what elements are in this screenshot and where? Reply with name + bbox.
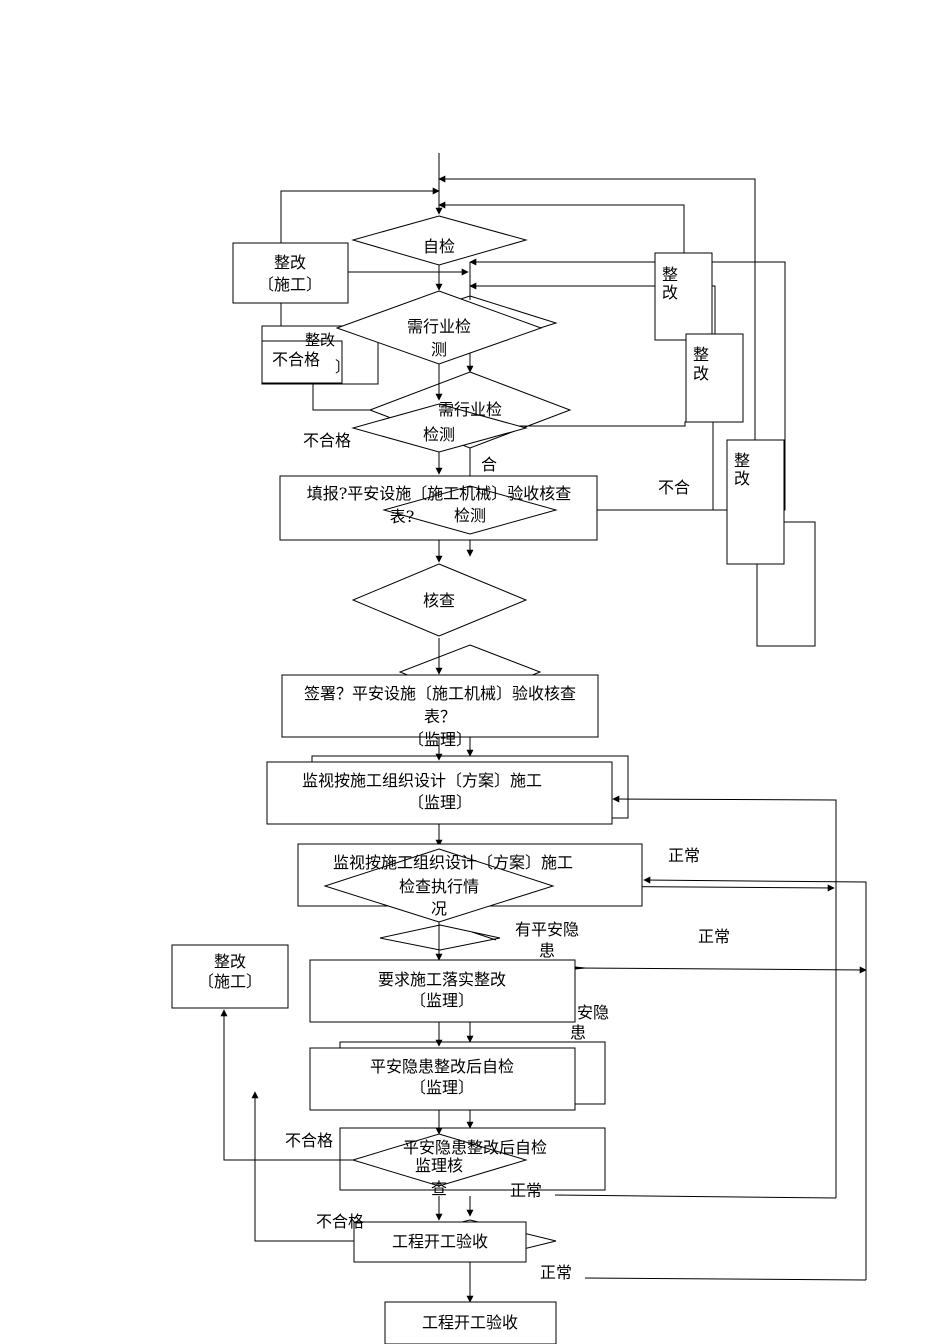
fill-report-line1: 填报?平安设施〔施工机械〕验收核查	[307, 484, 572, 503]
arrow-unqualified-up-2	[251, 1091, 354, 1242]
rectify-right-3-b: 改	[734, 469, 750, 488]
supervisor-check-line2: 查	[431, 1179, 447, 1198]
industry-test-diamond	[335, 290, 543, 365]
test-label-2: 检测	[454, 506, 486, 525]
rectify-construction-line2: 〔施工〕	[258, 275, 322, 294]
rectify-behind-label: 整改	[305, 331, 335, 349]
unqualified-right-label: 不合	[658, 478, 690, 497]
sign-form-line3: 〔监理〕	[408, 730, 472, 749]
project-accept-final-label: 工程开工验收	[422, 1313, 518, 1332]
line-rectify-left-down	[280, 303, 344, 327]
require-rectify-box	[309, 959, 576, 1023]
hazard-fragment-line2: 患	[570, 1023, 586, 1042]
arrow-normal-loop-inner	[612, 795, 837, 1198]
check-label: 核查	[423, 591, 455, 610]
rectify-construction-box	[232, 242, 349, 304]
check-diamond	[351, 563, 528, 637]
arrow-normal-loop-outer	[643, 876, 867, 1280]
ghost-diamond-hazard	[379, 924, 501, 951]
fragment-bracket: 〕	[335, 358, 350, 376]
rectify-right-1-a: 整	[662, 265, 678, 284]
self-check-after-box	[309, 1047, 576, 1111]
rectify-right-box-2	[685, 333, 744, 423]
project-accept-box	[353, 1221, 527, 1263]
industry-test-ghost-label: 需行业检	[438, 400, 502, 419]
check-execution-line2: 况	[431, 899, 447, 918]
selfcheck-diamond	[351, 215, 528, 266]
rectify-left-line1: 整改	[214, 952, 246, 971]
project-accept-label: 工程开工验收	[392, 1232, 488, 1251]
rectify-left-line2: 〔施工〕	[198, 972, 262, 991]
sign-form-line2: 表？	[424, 707, 456, 726]
ghost-rectify-box-3	[756, 521, 816, 647]
arrow-right-loop-1	[438, 175, 756, 440]
rectify-right-box-3	[726, 439, 785, 565]
self-check-after-line1: 平安隐患整改后自检	[370, 1057, 514, 1076]
has-hazard-line1: 有平安隐	[515, 920, 579, 939]
qualified-fragment: 合	[481, 455, 497, 474]
sign-form-line1: 签署？平安设施〔施工机械〕验收核查	[304, 684, 576, 703]
foreground-shapes	[171, 215, 785, 1344]
line-normal-3	[554, 1194, 837, 1199]
supervisor-check-line1: 监理核	[415, 1156, 463, 1175]
check-execution-diamond	[323, 848, 555, 923]
arrow-right-loop-2	[438, 201, 685, 253]
selfcheck-label: 自检	[423, 237, 455, 256]
arrow-rectify-loop	[280, 187, 440, 243]
rectify-construction-line1: 整改	[274, 253, 306, 272]
rectify-right-box-1	[654, 252, 713, 341]
supervise-plan-line2: 〔监理〕	[408, 793, 472, 812]
supervisor-check-diamond	[351, 1133, 528, 1187]
fill-report-line2: 表?	[390, 507, 415, 526]
hazard-fragment-line1: 安隐	[577, 1003, 609, 1022]
test-diamond-2	[382, 485, 558, 535]
supervise-plan-line1: 监视按施工组织设计〔方案〕施工	[302, 771, 542, 790]
rectify-right-1-b: 改	[662, 283, 678, 302]
self-check-after-line2: 〔监理〕	[410, 1078, 474, 1097]
rectify-right-2-a: 整	[693, 345, 709, 364]
normal-4-label: 正常	[540, 1263, 572, 1282]
rectify-right-3-a: 整	[734, 451, 750, 470]
rectify-left-box	[171, 944, 289, 1009]
arrow-hazard-right	[574, 966, 867, 974]
normal-1-label: 正常	[668, 846, 700, 865]
unqualified-4-label: 不合格	[316, 1212, 364, 1231]
check-execution-line1: 检查执行情	[399, 877, 479, 896]
normal-2-label: 正常	[698, 927, 730, 946]
test-diamond	[351, 403, 528, 453]
supervise-plan-box	[266, 761, 613, 825]
arrow-unqualified-up	[220, 1009, 354, 1161]
project-accept-final-box	[384, 1301, 557, 1344]
line-normal-4	[584, 1277, 867, 1281]
unqualified-box	[261, 340, 343, 384]
connectors	[220, 153, 867, 1303]
industry-test-line1: 需行业检	[407, 317, 471, 336]
line-hazard-stub	[471, 931, 497, 941]
unqualified-2-label: 不合格	[303, 431, 351, 450]
sign-form-box	[281, 674, 599, 738]
self-check-after-ghost: 平安隐患整改后自检	[403, 1138, 547, 1157]
rectify-right-2-b: 改	[693, 364, 709, 383]
supervise-plan-ghost: 监视按施工组织设计〔方案〕施工	[333, 853, 573, 872]
normal-3-label: 正常	[510, 1181, 542, 1200]
industry-test-line2: 测	[431, 340, 447, 359]
unqualified-box-label: 不合格	[272, 350, 320, 369]
require-rectify-line1: 要求施工落实整改	[378, 970, 506, 989]
unqualified-3-label: 不合格	[285, 1131, 333, 1150]
test-label: 检测	[423, 425, 455, 444]
line-right-outer	[470, 261, 786, 511]
line-unqualified-left	[312, 384, 372, 411]
labels: 自检 整改 〔施工〕 整改 〕 需行业检 测 不合格 需行业检 不合格 检测 合…	[198, 237, 750, 1332]
has-hazard-line2: 患	[539, 941, 555, 960]
require-rectify-line2: 〔监理〕	[410, 991, 474, 1010]
